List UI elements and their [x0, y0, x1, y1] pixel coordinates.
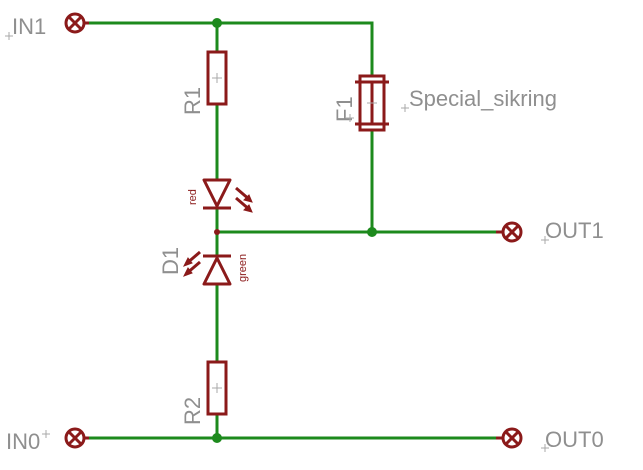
terminal-label-out0: OUT0	[545, 427, 604, 452]
junction-bottom	[212, 433, 222, 443]
component-value-f1: Special_sikring	[409, 86, 557, 111]
junction-led-midpoint	[214, 229, 220, 235]
terminal-in1[interactable]	[64, 12, 89, 34]
fuse-f1[interactable]	[355, 74, 389, 132]
terminal-label-in0: IN0	[6, 429, 40, 454]
led-value-red: red	[187, 189, 199, 205]
component-label-r1: R1	[180, 87, 205, 115]
terminal-label-out1: OUT1	[545, 218, 604, 243]
led-value-green: green	[237, 254, 249, 282]
junction-top	[212, 18, 222, 28]
junction-out1	[367, 227, 377, 237]
component-label-d1: D1	[158, 247, 183, 275]
wires	[86, 21, 499, 440]
component-label-r2: R2	[180, 397, 205, 425]
resistor-r2[interactable]	[206, 360, 228, 416]
terminal-label-in1: IN1	[12, 14, 46, 39]
terminal-out0[interactable]	[496, 427, 523, 449]
terminal-out1[interactable]	[496, 221, 523, 243]
led-green[interactable]	[182, 250, 232, 286]
terminal-in0[interactable]	[64, 427, 89, 449]
led-red[interactable]	[202, 178, 253, 213]
led-green-emission-arrows	[182, 250, 201, 277]
led-red-emission-arrows	[235, 186, 253, 213]
junctions	[212, 18, 377, 443]
resistor-r1[interactable]	[206, 50, 228, 106]
